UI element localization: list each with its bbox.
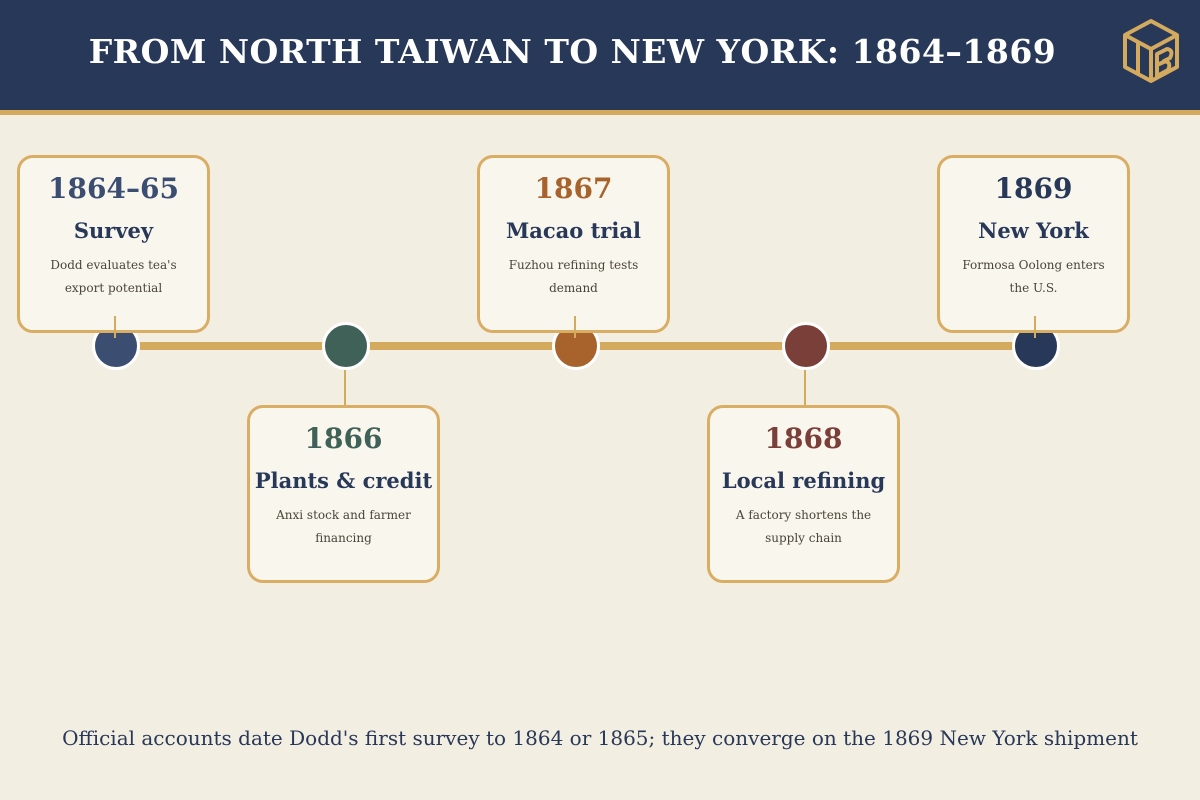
connector-1866 (344, 370, 346, 407)
event-card-local-refining: 1868 Local refining A factory shortens t… (707, 405, 900, 583)
event-description: Formosa Oolong enters the U.S. (962, 258, 1105, 295)
event-card-new-york: 1869 New York Formosa Oolong enters the … (937, 155, 1130, 333)
connector-1869 (1034, 316, 1036, 338)
event-description: Dodd evaluates tea's export potential (50, 258, 177, 295)
footnote: Official accounts date Dodd's first surv… (62, 726, 1138, 750)
event-description: Fuzhou refining tests demand (508, 258, 639, 295)
event-title: New York (978, 218, 1089, 243)
event-title: Plants & credit (254, 468, 433, 493)
connector-1864 (114, 316, 116, 338)
connector-1868 (804, 370, 806, 407)
cube-logo-icon (1123, 19, 1179, 83)
event-year: 1866 (304, 422, 383, 455)
event-year: 1869 (994, 172, 1073, 205)
timeline-node-1866 (322, 322, 370, 370)
timeline-node-1868 (782, 322, 830, 370)
event-card-survey: 1864–65 Survey Dodd evaluates tea's expo… (17, 155, 210, 333)
event-title: Survey (73, 218, 154, 243)
event-title: Local refining (721, 468, 886, 493)
event-description: Anxi stock and farmer financing (276, 508, 411, 545)
page-title: FROM NORTH TAIWAN TO NEW YORK: 1864–1869 (88, 32, 1057, 71)
event-year: 1868 (764, 422, 843, 455)
event-card-macao-trial: 1867 Macao trial Fuzhou refining tests d… (477, 155, 670, 333)
connector-1867 (574, 316, 576, 338)
header-banner: FROM NORTH TAIWAN TO NEW YORK: 1864–1869 (0, 0, 1200, 115)
event-description: A factory shortens the supply chain (735, 508, 872, 545)
event-card-plants-credit: 1866 Plants & credit Anxi stock and farm… (247, 405, 440, 583)
event-title: Macao trial (506, 218, 641, 243)
event-year: 1864–65 (48, 172, 179, 205)
event-year: 1867 (534, 172, 613, 205)
